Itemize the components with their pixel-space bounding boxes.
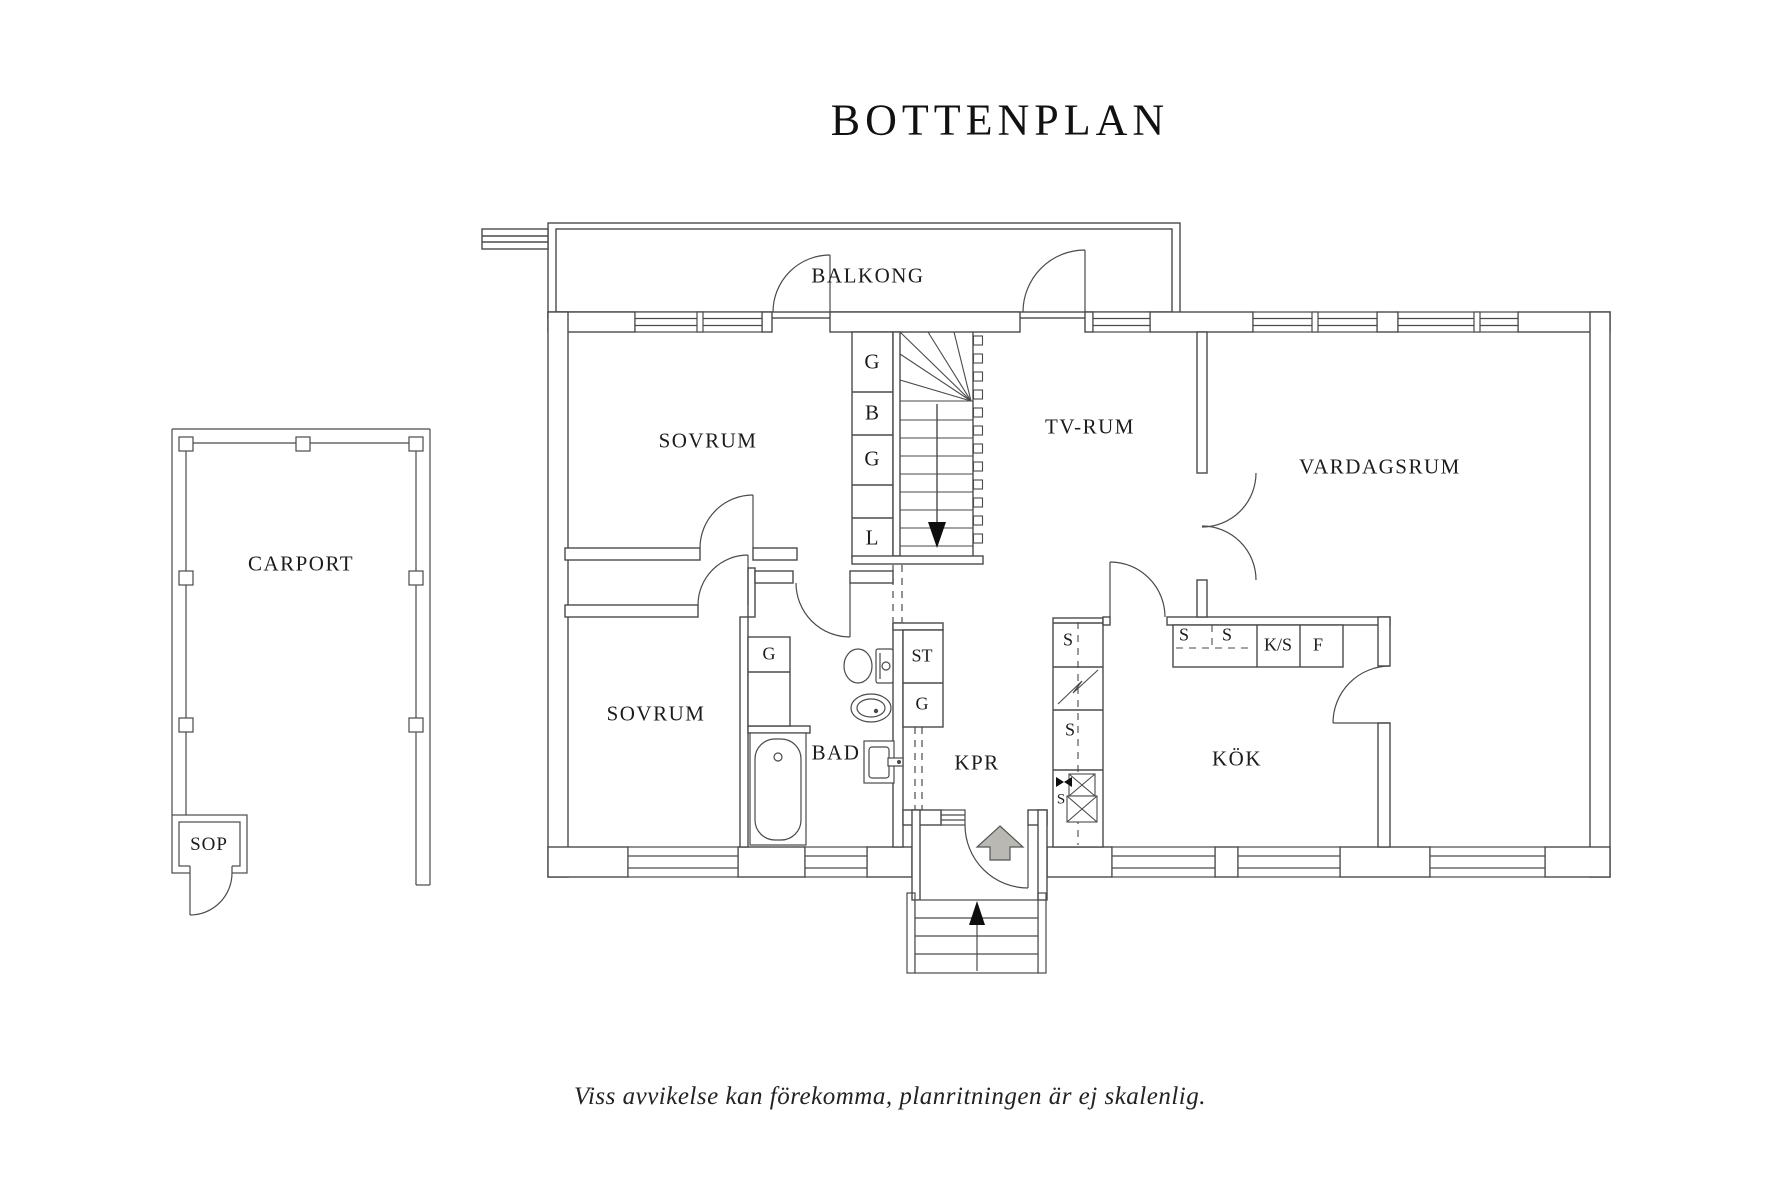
room-label-carport: CARPORT <box>247 551 355 576</box>
closet-label-s-upper-1: S <box>1178 624 1190 645</box>
tvroom-livingroom-divider <box>1196 331 1257 618</box>
disclaimer-note: Viss avvikelse kan förekomma, planritnin… <box>574 1083 1206 1110</box>
closet-label-l: L <box>865 525 879 550</box>
bathroom-walls <box>747 570 944 848</box>
entrance-arrow-icon <box>975 825 1025 861</box>
interior-walls-bedrooms <box>564 494 798 848</box>
closet-label-ks: K/S <box>1263 634 1293 655</box>
closet-label-g2: G <box>864 446 880 471</box>
closet-label-g-kpr: G <box>915 693 929 714</box>
closet-label-g-bad: G <box>762 643 776 664</box>
closet-label-s-upper-2: S <box>1221 624 1233 645</box>
window-symbols <box>627 311 1546 878</box>
waste-room-outline <box>171 814 248 916</box>
room-label-balkong: BALKONG <box>811 263 925 288</box>
room-label-kpr: KPR <box>954 750 1000 775</box>
room-label-sovrum-upper: SOVRUM <box>658 428 758 453</box>
closet-label-s-sink: S <box>1056 791 1066 808</box>
room-label-bad: BAD <box>811 740 861 765</box>
bathtub-icon <box>749 732 807 846</box>
room-label-sovrum-lower: SOVRUM <box>606 701 706 726</box>
closet-label-s-col-mid: S <box>1064 719 1076 740</box>
room-label-vardagsrum: VARDAGSRUM <box>1299 454 1461 479</box>
stairs-down-arrow-icon <box>928 522 946 548</box>
closet-label-b: B <box>864 400 880 425</box>
entry-walls <box>902 809 1048 901</box>
closet-label-st: ST <box>911 645 933 666</box>
closet-label-s-col-top: S <box>1062 629 1074 650</box>
balcony-door-arcs <box>772 249 1086 313</box>
kitchen-walls-cabinets <box>1052 561 1391 848</box>
staircase <box>851 331 984 810</box>
entry-steps <box>906 825 1047 974</box>
sink-icon <box>850 693 892 723</box>
carport-outline <box>171 428 431 916</box>
room-label-tvrum: TV-RUM <box>1045 414 1135 439</box>
kitchen-sink-icon <box>1056 773 1098 823</box>
bathroom-fixtures <box>749 648 904 846</box>
closet-label-f: F <box>1312 634 1324 655</box>
exterior-walls <box>547 311 1611 878</box>
room-label-sop: SOP <box>190 834 228 855</box>
closet-label-g1: G <box>864 349 880 374</box>
room-label-kok: KÖK <box>1212 746 1262 771</box>
page-title: BOTTENPLAN <box>830 95 1170 145</box>
toilet-icon <box>843 648 894 684</box>
vanity-icon <box>863 740 904 784</box>
steps-up-arrow-icon <box>969 901 985 925</box>
